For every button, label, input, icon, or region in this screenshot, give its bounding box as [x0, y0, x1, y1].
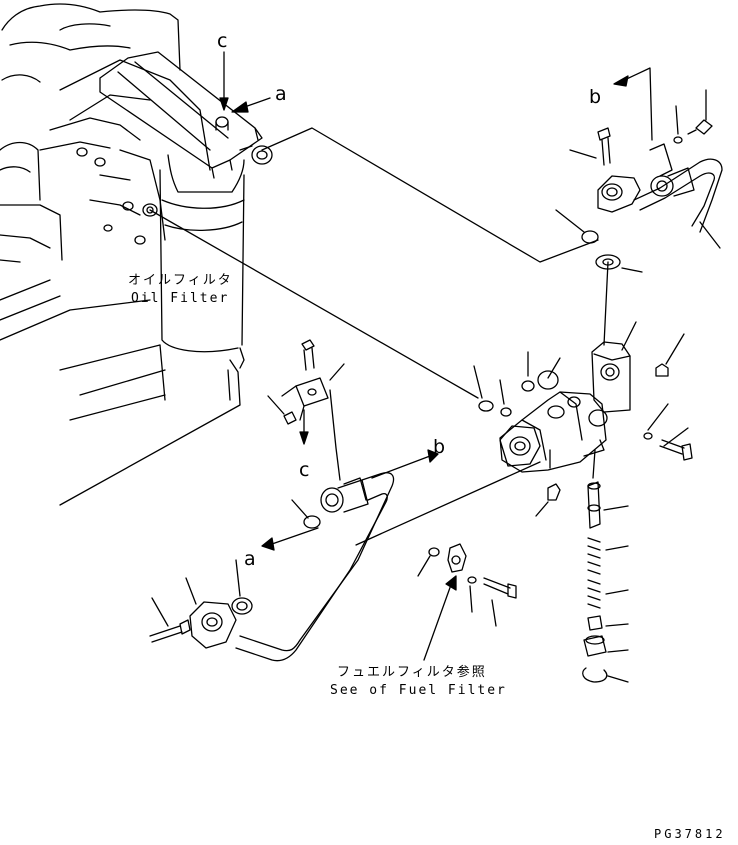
- arrow-b-lower: [371, 449, 439, 479]
- oil-filter: [99, 51, 273, 369]
- housing-bolt: [643, 432, 693, 461]
- valve-stack: [582, 481, 608, 683]
- fuel-connection: [423, 543, 517, 661]
- fuel-filter-note-en: See of Fuel Filter: [330, 683, 507, 698]
- lower-tube-assembly: [149, 472, 395, 662]
- label-b-upper: b: [589, 86, 602, 108]
- drain-plug: [535, 483, 561, 517]
- label-b-lower: b: [433, 436, 446, 458]
- arrow-c-upper: [219, 51, 229, 111]
- label-c-lower: c: [299, 459, 310, 481]
- arrow-a-lower: [261, 527, 319, 551]
- callout-leaders-housing: [473, 321, 689, 447]
- callout-leaders-lower: [151, 499, 309, 627]
- drawing-code: PG37812: [654, 827, 726, 841]
- callout-leaders-bracket: [267, 363, 345, 415]
- callout-leaders-upper: [555, 89, 721, 273]
- connector-housing: [478, 341, 669, 473]
- engine-block: [0, 3, 241, 506]
- bracket: [281, 339, 329, 445]
- oil-filter-note-jp: オイルフィルタ: [128, 273, 233, 288]
- label-a-lower: a: [244, 548, 256, 570]
- callout-leaders-fuel: [417, 555, 497, 627]
- label-a-upper: a: [275, 83, 287, 105]
- label-c-upper: c: [217, 30, 228, 52]
- callout-leaders-valve: [603, 505, 629, 683]
- upper-tube-assembly: [581, 119, 723, 270]
- arrow-a-upper: [231, 97, 271, 113]
- arrow-b-upper: [613, 67, 653, 141]
- oil-filter-note-en: Oil Filter: [131, 291, 230, 306]
- fuel-filter-note-jp: フュエルフィルタ参照: [337, 665, 487, 680]
- leader-lines: [149, 127, 609, 546]
